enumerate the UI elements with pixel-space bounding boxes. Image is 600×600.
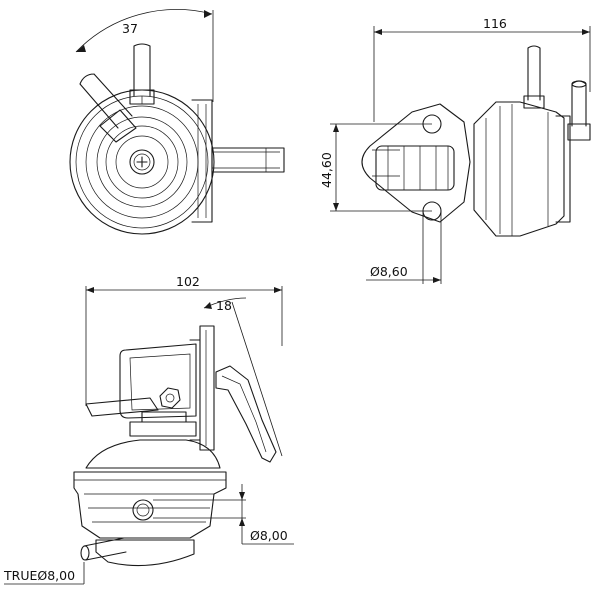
inlet-label-true-8-00: TRUEØ8,00 [3,568,75,583]
outlet-tube [133,43,151,97]
main-housing [73,471,227,539]
angle-label-18: 18 [216,298,232,313]
angle-label-37: 37 [122,21,138,36]
mount-flange [191,99,213,223]
curved-lever [215,365,277,463]
inlet-tube-bottom [83,537,127,561]
lower-cap [95,539,195,567]
side-outlet-tube [527,45,541,101]
front-view: 37 [69,9,285,235]
outlet-port [132,499,154,521]
lever-body-side [375,145,455,191]
screw-slot-icon [136,156,148,168]
linkage-arm [85,397,159,417]
actuating-lever [211,147,285,173]
inlet-tube-angled [79,73,133,129]
upper-cap [85,439,221,469]
housing-ring-5 [105,125,179,199]
inlet-collar [99,109,137,143]
side-inlet-tube [571,80,587,127]
width-label-116: 116 [483,16,507,31]
side-view: 116 44,60 Ø8,60 [319,16,591,284]
stem-collar [129,421,197,437]
hole-label-8-60: Ø8,60 [370,264,408,279]
bottom-view: 102 18 [3,274,294,585]
lever-bracket [119,343,197,419]
pivot-nut [159,387,181,409]
port-label-8-00: Ø8,00 [250,528,288,543]
diamond-flange [361,103,471,223]
angle-dimension-arc [75,9,213,53]
center-screw-ring [133,153,151,171]
height-label-44-60: 44,60 [319,152,334,188]
housing-cap [555,115,571,223]
center-screw-head [129,149,155,175]
width-label-102: 102 [176,274,200,289]
housing-ring-4 [96,116,188,208]
bottom-flange [199,325,215,451]
pump-housing-side [473,101,565,237]
housing-ring-6 [115,135,169,189]
